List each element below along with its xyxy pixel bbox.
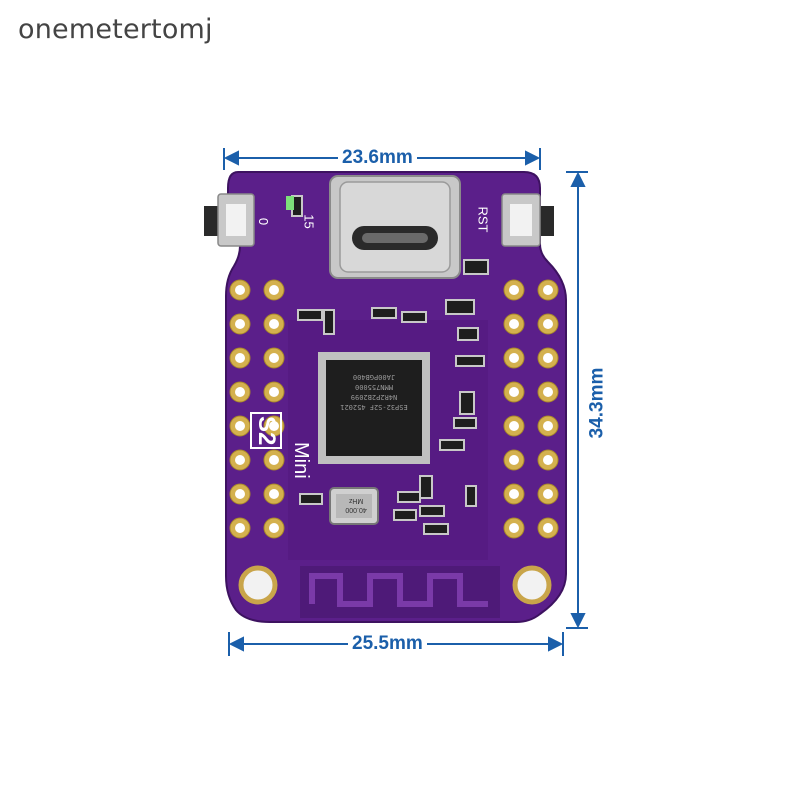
- pin-hole: [269, 285, 279, 295]
- crystal-oscillator: [329, 487, 379, 525]
- pin-hole: [509, 421, 519, 431]
- smd-part: [401, 311, 427, 323]
- pin-hole: [269, 387, 279, 397]
- pin-hole: [235, 421, 245, 431]
- pin-hole: [509, 489, 519, 499]
- pin-hole: [543, 523, 553, 533]
- pin-hole: [543, 455, 553, 465]
- chip-marking: ESP32-S2F 452021 N4R2P2B2099 MMN755000 J…: [340, 373, 408, 411]
- pin-hole: [269, 421, 279, 431]
- reset-button: [501, 193, 554, 247]
- smd-part: [463, 259, 489, 275]
- smd-part: [419, 505, 445, 517]
- width-top-label: 23.6mm: [338, 147, 417, 169]
- smd-components: [286, 195, 489, 535]
- led: [286, 196, 294, 210]
- watermark-text: onemetertomj: [18, 14, 213, 45]
- pin-hole: [543, 285, 553, 295]
- pin-hole: [235, 455, 245, 465]
- pin-hole: [235, 285, 245, 295]
- pin-hole: [543, 387, 553, 397]
- pin-hole: [235, 353, 245, 363]
- pin-hole: [269, 455, 279, 465]
- pin-hole: [235, 523, 245, 533]
- pin-hole: [509, 353, 519, 363]
- smd-part: [465, 485, 477, 507]
- boot-button: [204, 193, 255, 247]
- header-pins: [229, 279, 559, 539]
- pin-hole: [543, 489, 553, 499]
- width-bottom-label: 25.5mm: [348, 633, 427, 655]
- smd-part: [371, 307, 397, 319]
- pin-hole: [235, 489, 245, 499]
- pin-hole: [509, 455, 519, 465]
- pin-hole: [543, 421, 553, 431]
- smd-part: [393, 509, 417, 521]
- smd-part: [439, 439, 465, 451]
- pin-hole: [269, 523, 279, 533]
- silkscreen-mini: Mini: [290, 442, 312, 479]
- pin-hole: [509, 523, 519, 533]
- label-rst: RST: [475, 206, 491, 233]
- pin-hole: [509, 285, 519, 295]
- height-label: 34.3mm: [586, 363, 609, 443]
- smd-part: [445, 299, 475, 315]
- smd-part: [457, 327, 479, 341]
- pin-hole: [543, 353, 553, 363]
- pin-hole: [509, 387, 519, 397]
- pin-hole: [543, 319, 553, 329]
- pin-hole: [235, 319, 245, 329]
- smd-part: [419, 475, 433, 499]
- mounting-holes: [238, 565, 552, 605]
- smd-part: [453, 417, 477, 429]
- label-boot: 0: [256, 217, 272, 226]
- smd-part: [299, 493, 323, 505]
- smd-part: [455, 355, 485, 367]
- smd-part: [397, 491, 421, 503]
- smd-part: [423, 523, 449, 535]
- smd-part: [459, 391, 475, 415]
- pin-hole: [269, 319, 279, 329]
- pin-hole: [269, 489, 279, 499]
- smd-part: [323, 309, 335, 335]
- pin-hole: [509, 319, 519, 329]
- smd-part: [297, 309, 323, 321]
- silkscreen-model: S2: [250, 412, 282, 450]
- label-15: 15: [301, 214, 317, 229]
- usb-c-connector: [329, 175, 461, 279]
- crystal-text: 40.000 MHz: [345, 497, 367, 513]
- pin-hole: [269, 353, 279, 363]
- pin-hole: [235, 387, 245, 397]
- esp32-chip: [318, 352, 430, 464]
